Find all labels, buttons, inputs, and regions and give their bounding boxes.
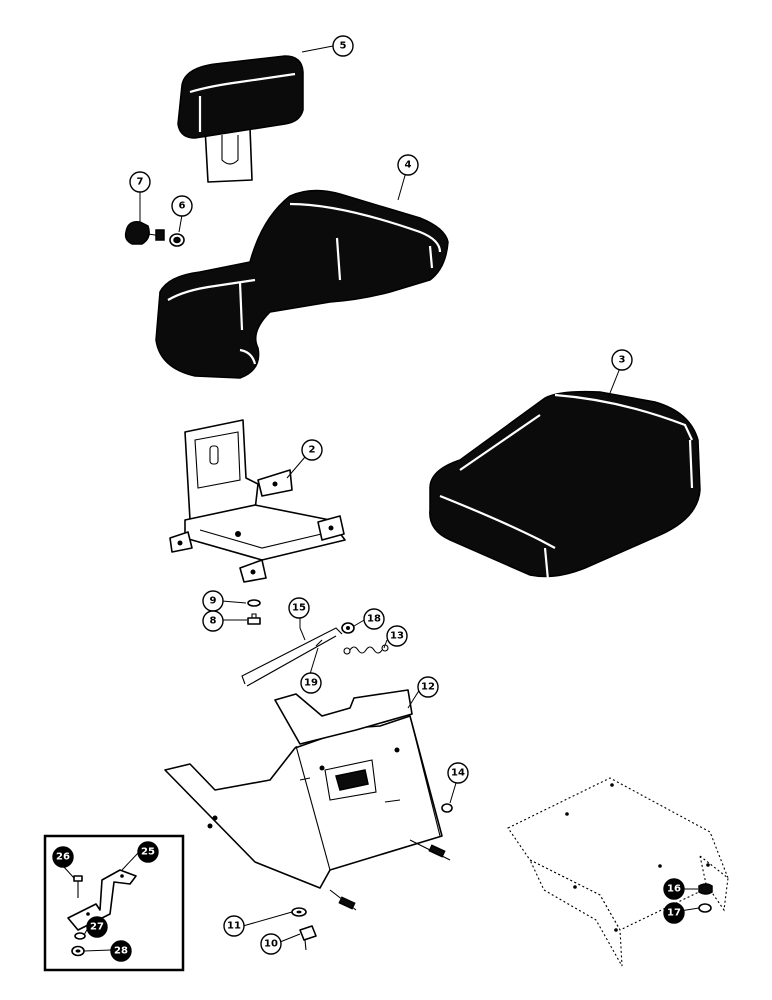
optional-seat-pan-part [507, 777, 729, 967]
callout-label-12: 12 [421, 682, 435, 693]
bolt-part-26 [73, 875, 83, 898]
callout-12: 12 [417, 676, 439, 698]
callout-label-9: 9 [210, 596, 217, 607]
adjusting-knob-part [124, 220, 165, 245]
callout-label-15: 15 [292, 603, 306, 614]
callout-label-27: 27 [90, 922, 104, 933]
back-cushion-part [177, 55, 304, 183]
callout-25: 25 [137, 841, 159, 863]
callout-label-19: 19 [304, 678, 318, 689]
callout-27: 27 [86, 916, 108, 938]
seat-cushion-part [429, 390, 701, 581]
callout-10: 10 [260, 933, 282, 955]
callout-label-2: 2 [309, 445, 316, 456]
callout-7: 7 [129, 171, 151, 193]
spring-part [343, 644, 389, 655]
callout-15: 15 [288, 597, 310, 619]
callout-label-3: 3 [619, 355, 626, 366]
callout-26: 26 [52, 846, 74, 868]
washer-part-11 [291, 907, 307, 917]
callout-5: 5 [332, 35, 354, 57]
callout-label-4: 4 [405, 160, 412, 171]
callout-label-5: 5 [340, 41, 347, 52]
callout-13: 13 [386, 625, 408, 647]
callout-label-11: 11 [227, 921, 241, 932]
callout-2: 2 [301, 439, 323, 461]
callout-19: 19 [300, 672, 322, 694]
rod-part [241, 627, 343, 687]
callout-9: 9 [202, 590, 224, 612]
callout-label-26: 26 [56, 852, 70, 863]
callout-8: 8 [202, 610, 224, 632]
seat-base-part [164, 689, 451, 911]
callout-18: 18 [363, 608, 385, 630]
nut-part-16 [698, 883, 713, 895]
nut-part-14 [441, 803, 453, 813]
callout-28: 28 [110, 940, 132, 962]
callout-label-10: 10 [264, 939, 278, 950]
callout-label-25: 25 [141, 847, 155, 858]
washer-part-27 [74, 932, 86, 940]
callout-label-18: 18 [367, 614, 381, 625]
bushing-part [169, 233, 185, 247]
nut-part-28 [71, 945, 85, 957]
callout-3: 3 [611, 349, 633, 371]
bolt-part-8 [247, 613, 261, 625]
inset-frame [43, 834, 185, 972]
callout-label-6: 6 [179, 201, 186, 212]
callout-label-14: 14 [451, 768, 465, 779]
callout-16: 16 [663, 878, 685, 900]
callout-14: 14 [447, 762, 469, 784]
callout-label-13: 13 [390, 631, 404, 642]
callout-4: 4 [397, 154, 419, 176]
bolt-part-10 [299, 925, 317, 951]
callout-label-16: 16 [667, 884, 681, 895]
back-rest-part [155, 189, 449, 379]
callout-6: 6 [171, 195, 193, 217]
nut-part-18 [341, 622, 355, 634]
seat-back-bracket-part [169, 419, 346, 583]
callout-11: 11 [223, 915, 245, 937]
pin-part [315, 639, 323, 647]
callout-17: 17 [663, 902, 685, 924]
callout-label-7: 7 [137, 177, 144, 188]
washer-part-9 [247, 599, 261, 607]
callout-label-17: 17 [667, 908, 681, 919]
washer-part-17 [698, 903, 712, 913]
callout-label-8: 8 [210, 616, 217, 627]
callout-label-28: 28 [114, 946, 128, 957]
